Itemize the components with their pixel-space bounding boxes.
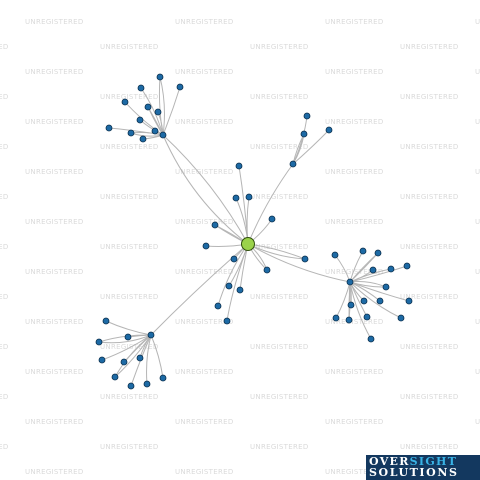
graph-edge bbox=[335, 281, 351, 319]
entity-node[interactable] bbox=[367, 335, 375, 343]
entity-node[interactable] bbox=[360, 297, 368, 305]
entity-node[interactable] bbox=[347, 301, 355, 309]
graph-edge bbox=[349, 265, 408, 283]
entity-node[interactable] bbox=[136, 354, 144, 362]
entity-node[interactable] bbox=[111, 373, 119, 381]
entity-node[interactable] bbox=[346, 278, 354, 286]
graph-edge bbox=[247, 163, 294, 245]
entity-node[interactable] bbox=[376, 297, 384, 305]
entity-node[interactable] bbox=[230, 255, 238, 263]
entity-node[interactable] bbox=[235, 162, 243, 170]
entity-node[interactable] bbox=[225, 282, 233, 290]
graph-edge bbox=[114, 334, 152, 378]
graph-edge bbox=[150, 334, 164, 379]
logo-line-1: OVERSIGHT bbox=[369, 456, 477, 467]
graph-edge bbox=[246, 196, 250, 245]
entity-node[interactable] bbox=[345, 316, 353, 324]
entity-node[interactable] bbox=[211, 221, 219, 229]
entity-node[interactable] bbox=[127, 382, 135, 390]
entity-node[interactable] bbox=[143, 380, 151, 388]
entity-node[interactable] bbox=[325, 126, 333, 134]
entity-node[interactable] bbox=[176, 83, 184, 91]
entity-node[interactable] bbox=[120, 358, 128, 366]
graph-edge bbox=[247, 243, 306, 260]
entity-node[interactable] bbox=[223, 317, 231, 325]
entity-node[interactable] bbox=[124, 333, 132, 341]
entity-node[interactable] bbox=[369, 266, 377, 274]
entity-node[interactable] bbox=[387, 265, 395, 273]
entity-node[interactable] bbox=[332, 314, 340, 322]
entity-node[interactable] bbox=[374, 249, 382, 257]
entity-node[interactable] bbox=[403, 262, 411, 270]
graph-edge bbox=[349, 268, 392, 283]
entity-node[interactable] bbox=[105, 124, 113, 132]
entity-node[interactable] bbox=[268, 215, 276, 223]
entity-node[interactable] bbox=[137, 84, 145, 92]
entity-node[interactable] bbox=[245, 193, 253, 201]
entity-node[interactable] bbox=[154, 108, 162, 116]
entity-node[interactable] bbox=[300, 130, 308, 138]
logo-word-sight: SIGHT bbox=[409, 455, 458, 468]
graph-edge bbox=[146, 334, 152, 385]
entity-node[interactable] bbox=[232, 194, 240, 202]
entity-node[interactable] bbox=[121, 98, 129, 106]
entity-node[interactable] bbox=[236, 286, 244, 294]
graph-edge bbox=[349, 281, 410, 302]
graph-edge bbox=[150, 243, 249, 336]
graph-edge bbox=[162, 134, 249, 245]
graph-edge bbox=[349, 281, 402, 319]
graph-edge bbox=[98, 334, 152, 344]
entity-node[interactable] bbox=[289, 160, 297, 168]
graph-edge bbox=[162, 134, 249, 245]
graph-edge bbox=[140, 87, 164, 136]
entity-node[interactable] bbox=[303, 112, 311, 120]
graph-edge bbox=[159, 76, 165, 136]
logo-line-2: SOLUTIONS bbox=[369, 466, 459, 479]
entity-node[interactable] bbox=[95, 338, 103, 346]
logo-word-over: OVER bbox=[369, 455, 410, 468]
entity-node[interactable] bbox=[102, 317, 110, 325]
graph-edge bbox=[247, 243, 351, 283]
graph-edge bbox=[334, 254, 351, 283]
graph-edge bbox=[101, 334, 152, 361]
entity-node[interactable] bbox=[214, 302, 222, 310]
entity-node[interactable] bbox=[136, 116, 144, 124]
entity-node[interactable] bbox=[98, 356, 106, 364]
graph-edge bbox=[217, 243, 249, 307]
graph-edge bbox=[114, 334, 152, 378]
entity-node[interactable] bbox=[263, 266, 271, 274]
entity-node[interactable] bbox=[331, 251, 339, 259]
graph-edge bbox=[105, 320, 152, 336]
entity-node[interactable] bbox=[144, 103, 152, 111]
entity-node[interactable] bbox=[147, 331, 155, 339]
entity-node[interactable] bbox=[127, 129, 135, 137]
graph-edge bbox=[349, 281, 372, 340]
entity-node[interactable] bbox=[159, 131, 167, 139]
entity-node[interactable] bbox=[382, 283, 390, 291]
oversight-solutions-logo: OVERSIGHT SOLUTIONS bbox=[366, 455, 480, 480]
entity-node[interactable] bbox=[156, 73, 164, 81]
entity-node[interactable] bbox=[363, 313, 371, 321]
entity-node[interactable] bbox=[301, 255, 309, 263]
graph-edge bbox=[226, 243, 249, 322]
node-layer bbox=[95, 73, 413, 390]
entity-node[interactable] bbox=[139, 135, 147, 143]
graph-edge bbox=[247, 243, 306, 260]
entity-node[interactable] bbox=[159, 374, 167, 382]
center-entity-node[interactable] bbox=[241, 237, 255, 251]
entity-node[interactable] bbox=[151, 127, 159, 135]
edge-layer bbox=[98, 76, 410, 387]
entity-node[interactable] bbox=[359, 247, 367, 255]
graph-edge bbox=[162, 86, 181, 136]
entity-node[interactable] bbox=[397, 314, 405, 322]
entity-node[interactable] bbox=[405, 297, 413, 305]
graph-edge bbox=[292, 129, 330, 165]
entity-node[interactable] bbox=[202, 242, 210, 250]
